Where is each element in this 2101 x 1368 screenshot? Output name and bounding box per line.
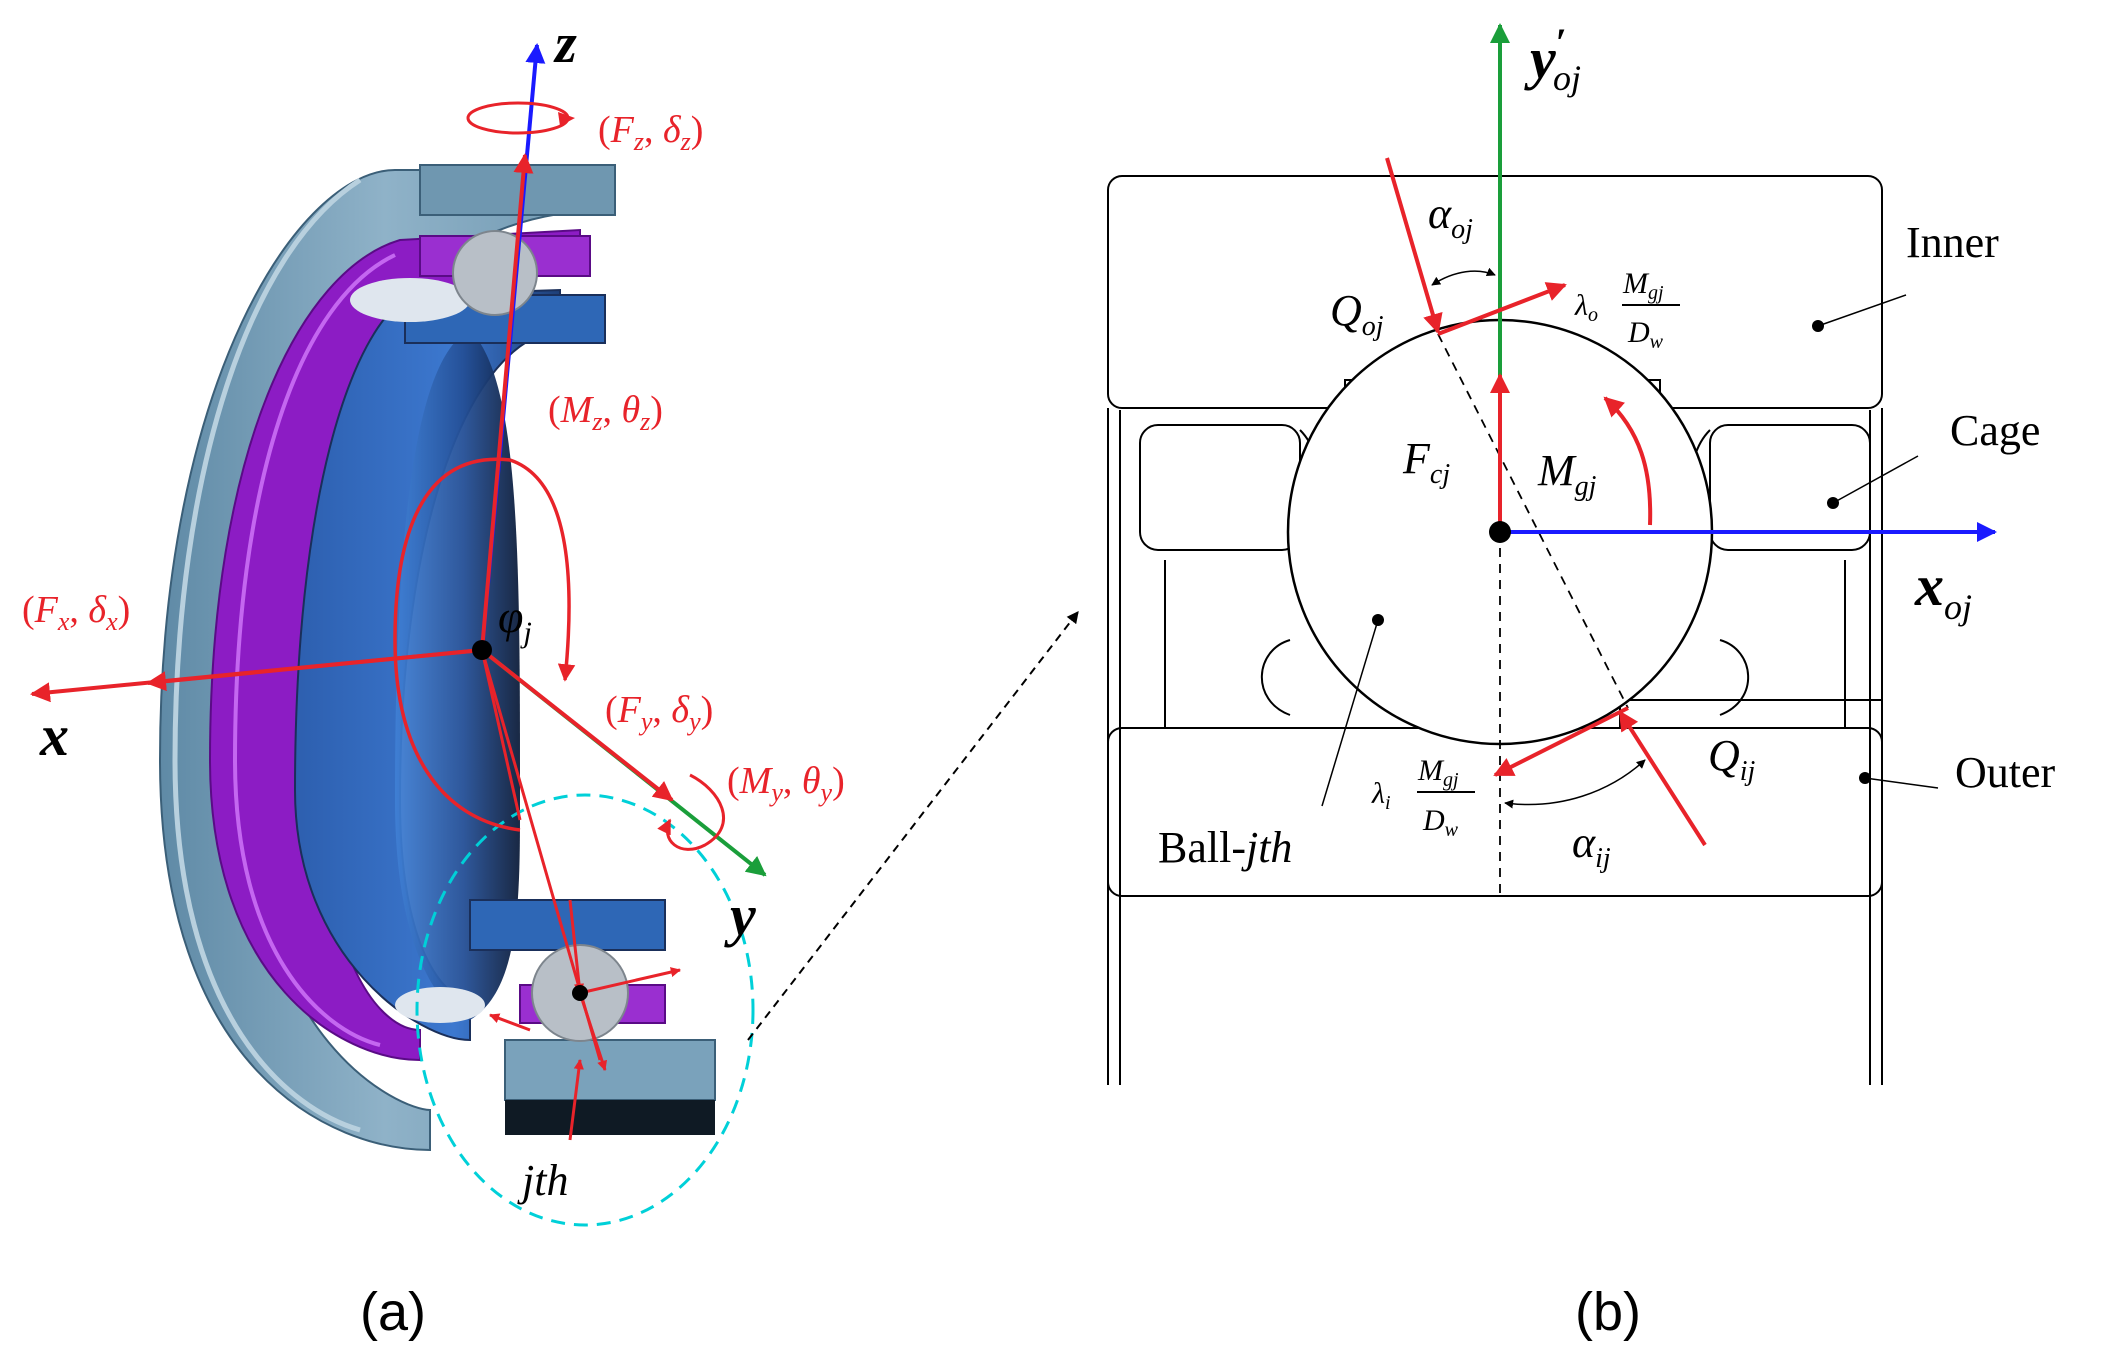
y-oj-label: y′oj <box>1524 20 1581 98</box>
ball-center <box>1489 521 1511 543</box>
q-ij-label: Qij <box>1708 731 1756 787</box>
jth-radial-line-2 <box>480 649 522 821</box>
outer-ring-bottom-block <box>504 1039 716 1101</box>
ball-shadow-bottom <box>395 987 485 1023</box>
inner-leader-line <box>1817 294 1907 327</box>
f-cj-label: Fcj <box>1402 434 1450 490</box>
my-moment-loop <box>657 773 726 851</box>
inner-label: Inner <box>1906 218 1999 267</box>
lambda-o-denominator: Dw <box>1627 316 1664 353</box>
q-oj-arrow <box>1385 157 1443 334</box>
mz-label: (Mz, θz) <box>548 389 663 436</box>
bearing-illustration <box>158 164 716 1152</box>
jth-force-3 <box>578 992 608 1071</box>
jth-force-2 <box>579 967 681 995</box>
outer-race-groove <box>1619 699 1882 728</box>
jth-force-1 <box>568 899 585 995</box>
q-oj-label: Qoj <box>1330 286 1384 342</box>
ball-leader-line <box>1321 619 1379 807</box>
caption-b: (b) <box>1575 1282 1641 1342</box>
panel-a: z x y (Fz, δz) (Mz, θz) (Fx, δx) (Fy, δy… <box>22 13 845 1342</box>
outer-ring-top-block <box>419 164 616 216</box>
fy-arrow <box>480 648 674 802</box>
lambda-i-symbol: λi <box>1371 777 1391 814</box>
lambda-o-symbol: λo <box>1574 289 1598 326</box>
x-axis-label: x <box>39 703 69 768</box>
cage-label: Cage <box>1950 406 2040 455</box>
z-axis-label: z <box>553 13 577 75</box>
x-oj-label: xoj <box>1914 553 1972 627</box>
m-gj-label: Mgj <box>1537 446 1597 502</box>
lambda-o-term: λo Mgj Dw <box>1574 267 1680 353</box>
outer-label: Outer <box>1955 748 2056 797</box>
phi-angle-arc <box>393 457 521 832</box>
cage-highlight <box>232 253 396 1047</box>
jth-label: jth <box>517 1156 568 1205</box>
fz-arrow <box>480 153 534 651</box>
ball-top <box>452 230 538 316</box>
bearing-center <box>472 640 492 660</box>
lambda-i-numerator: Mgj <box>1417 754 1459 791</box>
jth-ball-center <box>572 985 588 1001</box>
phi-angle-arc-right <box>509 458 576 682</box>
jth-force-4 <box>489 1013 531 1032</box>
mz-moment-loop <box>466 101 570 135</box>
alpha-ij-angle <box>1504 759 1646 809</box>
outer-ring-edge <box>172 177 362 1133</box>
lambda-o-numerator: Mgj <box>1622 267 1664 304</box>
phi-label: φj <box>498 591 532 649</box>
outer-leader-line <box>1864 777 1939 789</box>
m-gj-arc <box>1603 396 1653 526</box>
lambda-o-arrow <box>1437 282 1567 336</box>
cage-lower-right <box>1719 639 1750 716</box>
cage-leader-line <box>1832 455 1919 504</box>
fx-label: (Fx, δx) <box>22 589 130 636</box>
q-ij-arrow <box>1618 710 1707 847</box>
jth-ball-highlight <box>415 793 755 1227</box>
detail-connector-arrow <box>747 611 1079 1041</box>
mz-moment-arrowhead <box>558 112 575 126</box>
contact-line <box>1437 333 1629 709</box>
jth-force-5 <box>568 1058 584 1141</box>
lambda-i-term: λi Mgj Dw <box>1371 754 1475 841</box>
panel-b: y′oj xoj αoj Qoj Fcj Mgj Qij αij λo <box>1107 20 2056 1342</box>
my-label: (My, θy) <box>727 760 845 807</box>
alpha-oj-label: αoj <box>1428 189 1473 245</box>
alpha-oj-angle <box>1431 267 1496 286</box>
fz-label: (Fz, δz) <box>598 109 703 156</box>
fx-arrow-short <box>146 648 483 692</box>
cage-pocket-right <box>1709 424 1871 551</box>
caption-a: (a) <box>360 1282 426 1342</box>
ball-shadow-top <box>350 278 470 322</box>
fy-label: (Fy, δy) <box>605 689 713 736</box>
outer-ring-bottom-face <box>505 1100 715 1135</box>
cage-pocket-left <box>1139 424 1301 551</box>
lambda-i-denominator: Dw <box>1422 804 1459 841</box>
y-axis-label: y <box>724 883 756 948</box>
inner-bore <box>395 330 520 1020</box>
cage-lower-left <box>1260 639 1291 716</box>
alpha-ij-label: αij <box>1572 818 1611 874</box>
ball-jth-label: Ball-jth <box>1158 823 1292 872</box>
